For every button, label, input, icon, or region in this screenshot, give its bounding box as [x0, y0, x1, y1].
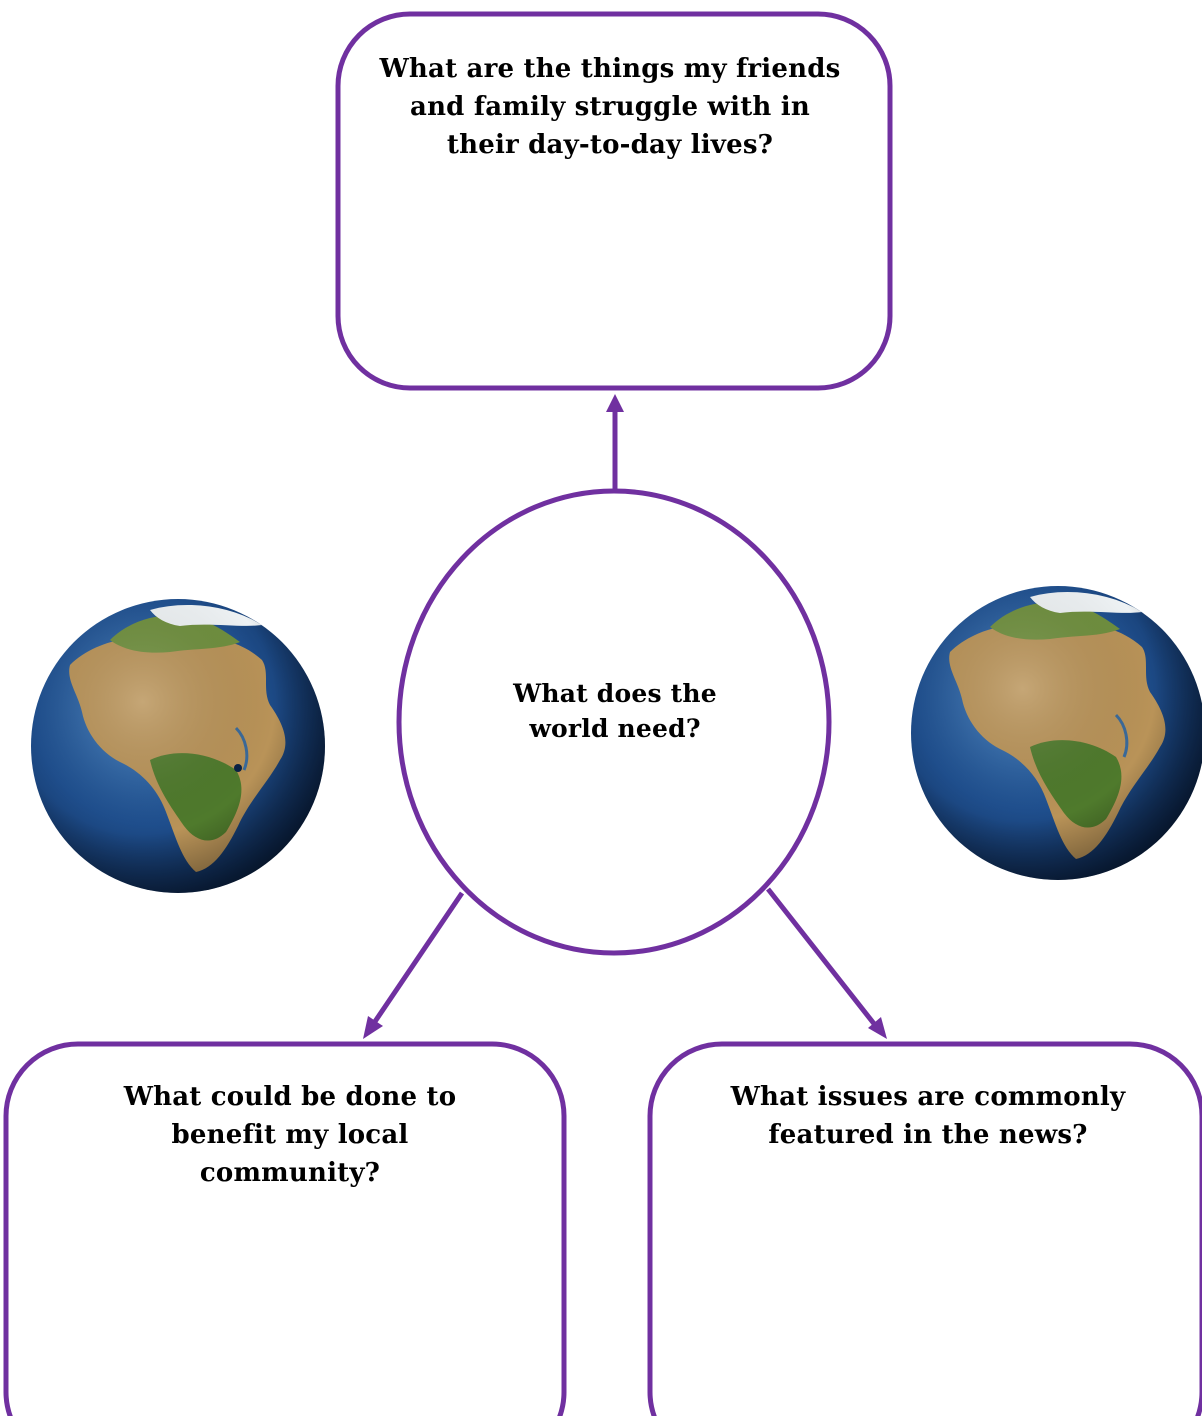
bottom-right-question-text: What issues are commonly featured in the… — [730, 1082, 1126, 1150]
arrow-to-top-box — [606, 394, 624, 492]
bottom-right-question-box — [647, 1041, 1202, 1416]
bottom-left-question-text: What could be done to benefit my local c… — [123, 1082, 457, 1188]
bottom-left-question-box — [3, 1041, 567, 1416]
top-question-text: What are the things my friends and famil… — [379, 54, 841, 160]
earth-globe-left — [31, 599, 325, 893]
center-question-text: What does the world need? — [513, 679, 717, 743]
arrow-to-bottom-left-box — [363, 891, 465, 1039]
top-question-box — [335, 11, 893, 391]
earth-globe-right — [911, 586, 1202, 880]
arrow-to-bottom-right-box — [766, 887, 887, 1039]
